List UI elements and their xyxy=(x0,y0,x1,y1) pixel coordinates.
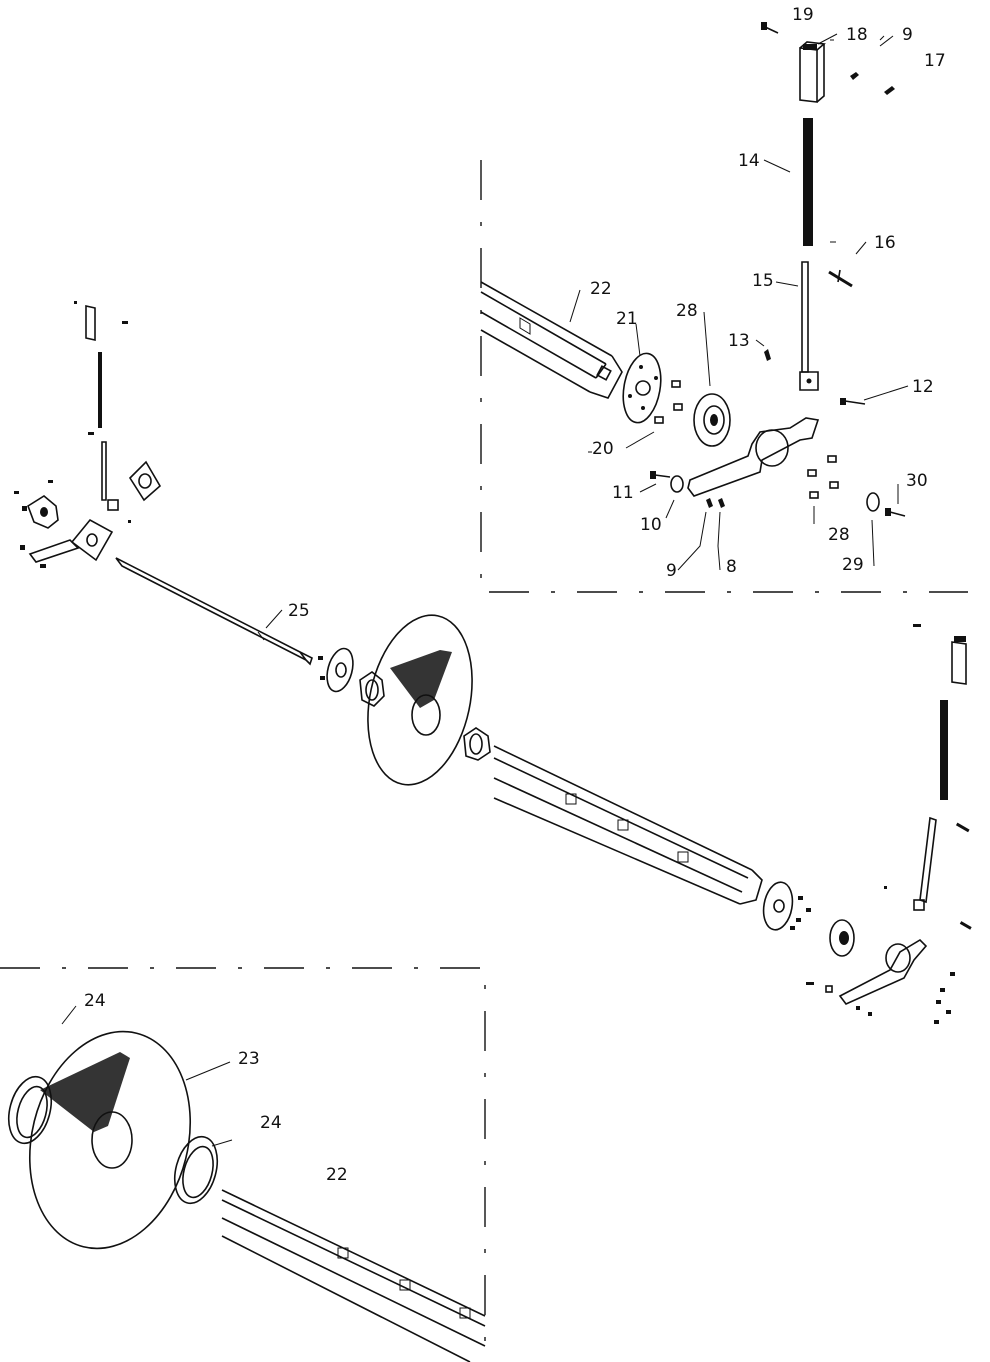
brush-disc-center xyxy=(367,614,473,786)
leader-lines xyxy=(61,33,909,1147)
callout-13: 13 xyxy=(728,331,750,351)
bolt-part-30 xyxy=(885,508,906,517)
pin-part-9-bottom xyxy=(706,498,713,508)
nut-center-left xyxy=(359,671,385,707)
callout-30: 30 xyxy=(906,471,928,491)
bearing-right xyxy=(829,919,855,957)
callout-29: 29 xyxy=(842,555,864,575)
leading-dash-marks xyxy=(588,35,885,453)
left-small-assembly xyxy=(14,301,162,568)
arm-plate xyxy=(687,417,820,497)
channel-center xyxy=(493,745,763,905)
callout-28-bottom: 28 xyxy=(828,525,850,545)
bolts-part-26 xyxy=(807,455,839,499)
spring-small xyxy=(98,352,102,428)
callout-21: 21 xyxy=(616,309,638,329)
callout-19: 19 xyxy=(792,5,814,25)
right-vertical-assembly xyxy=(806,624,972,1024)
bearing-small xyxy=(27,495,59,529)
hub-plate-right xyxy=(762,881,811,931)
pin-part-8 xyxy=(718,498,725,508)
top-detail-assembly xyxy=(480,22,906,517)
callout-15: 15 xyxy=(752,271,774,291)
bolt-part-11 xyxy=(650,471,671,479)
callout-labels: 19 18 9 17 14 16 15 22 21 28 13 12 20 11… xyxy=(84,5,946,1185)
detail-frame-top xyxy=(480,160,968,593)
bracket-small xyxy=(70,518,114,562)
plate-part-21 xyxy=(622,352,662,424)
bearing-part-28 xyxy=(693,393,731,447)
callout-22-bottom: 22 xyxy=(326,1165,348,1185)
bolt-part-19 xyxy=(761,22,779,34)
pin-part-9-top xyxy=(850,72,859,80)
rod-small xyxy=(101,441,107,501)
channel-part-22-bottom xyxy=(221,1189,486,1362)
callout-28-top: 28 xyxy=(676,301,698,321)
washer-part-29 xyxy=(866,492,880,512)
channel-part-22-top xyxy=(480,281,623,399)
callout-17: 17 xyxy=(924,51,946,71)
detail-frame-bottom xyxy=(0,967,486,1362)
shaft-part-25 xyxy=(115,557,313,666)
tube-small xyxy=(85,305,96,341)
hub-plate-center xyxy=(318,647,354,693)
arm-small xyxy=(28,539,80,563)
ring-part-24-left xyxy=(7,1075,53,1145)
callout-9-bottom: 9 xyxy=(666,561,677,581)
callout-11: 11 xyxy=(612,483,634,503)
spring-part-14 xyxy=(803,118,813,246)
brush-disc-part-23 xyxy=(28,1030,192,1250)
rod-part-15 xyxy=(799,261,819,391)
callout-24-right: 24 xyxy=(260,1113,282,1133)
callout-12: 12 xyxy=(912,377,934,397)
bolt-part-12 xyxy=(840,398,866,405)
callout-20: 20 xyxy=(592,439,614,459)
callout-9-top: 9 xyxy=(902,25,913,45)
bolts-part-20 xyxy=(654,380,683,424)
callout-14: 14 xyxy=(738,151,760,171)
bolt-part-16 xyxy=(828,269,853,288)
callout-10: 10 xyxy=(640,515,662,535)
nut-center-right xyxy=(463,727,491,761)
washer-part-10 xyxy=(670,475,684,493)
plate-small xyxy=(128,460,162,502)
pin-part-13 xyxy=(764,349,771,361)
callout-16: 16 xyxy=(874,233,896,253)
callout-24-left: 24 xyxy=(84,991,106,1011)
callout-23: 23 xyxy=(238,1049,260,1069)
bottom-detail-assembly xyxy=(7,1030,486,1362)
pin-part-17 xyxy=(884,86,895,95)
callout-22-top: 22 xyxy=(590,279,612,299)
callout-18: 18 xyxy=(846,25,868,45)
tube-part-18 xyxy=(799,41,826,103)
callout-8: 8 xyxy=(726,557,737,577)
callout-25: 25 xyxy=(288,601,310,621)
ring-part-24-right xyxy=(173,1135,219,1205)
